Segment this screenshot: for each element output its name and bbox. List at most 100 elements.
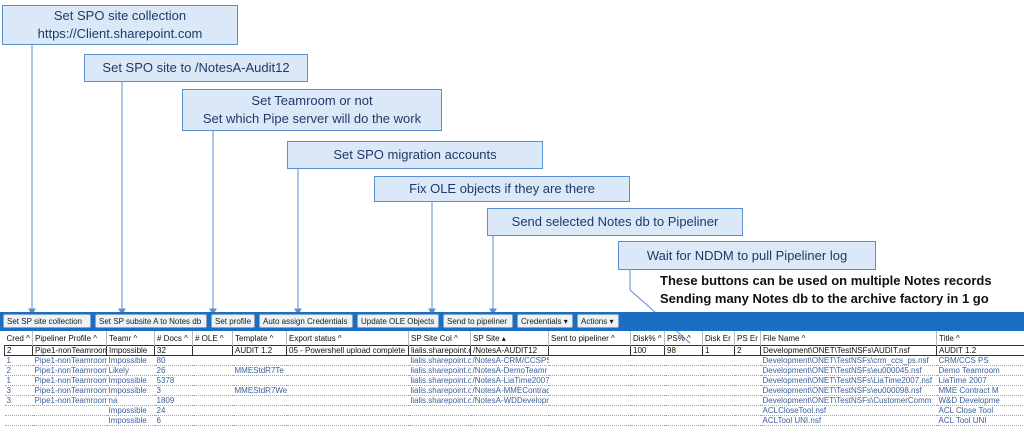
credentials-menu-button[interactable]: Credentials ▾ <box>517 314 573 328</box>
table-cell: LiaTime 2007 <box>936 375 1024 386</box>
column-header[interactable]: SP Site ▴ <box>470 331 549 346</box>
table-cell <box>702 395 735 406</box>
table-cell: ACLTool UNI.nsf <box>760 415 937 426</box>
column-header[interactable]: Template ^ <box>232 331 287 346</box>
table-cell: 1 <box>702 345 735 356</box>
table-cell <box>4 415 33 426</box>
table-cell <box>702 375 735 386</box>
table-cell <box>286 395 409 406</box>
table-cell: ACL Tool UNI <box>936 415 1024 426</box>
table-cell: Pipe1-nonTeamroom <box>32 395 107 406</box>
column-header[interactable]: Sent to pipeliner ^ <box>548 331 631 346</box>
table-cell: 1 <box>4 375 33 386</box>
table-cell <box>548 375 631 386</box>
table-cell <box>664 365 703 376</box>
arrow-head <box>209 308 217 315</box>
table-cell: 5378 <box>154 375 193 386</box>
callout-teamroom: Set Teamroom or not Set which Pipe serve… <box>182 89 442 131</box>
table-cell: 05 - Powershell upload complete <box>286 345 409 356</box>
table-cell <box>734 405 761 416</box>
table-cell <box>630 395 665 406</box>
table-cell: AUDIT 1.2 <box>232 345 287 356</box>
table-cell <box>192 345 233 356</box>
table-cell: Development\ONET\TestNSFs\eu000045.nsf <box>760 365 937 376</box>
table-cell <box>702 355 735 366</box>
table-cell: 24 <box>154 405 193 416</box>
table-cell: lialis.sharepoint.c <box>408 395 471 406</box>
table-cell <box>32 405 107 416</box>
send-to-pipeliner-button[interactable]: Send to pipeliner <box>443 314 513 328</box>
table-cell: 32 <box>154 345 193 356</box>
table-cell <box>548 405 631 416</box>
multi-record-note: These buttons can be used on multiple No… <box>660 272 992 308</box>
action-toolbar: Set SP site collection Set SP subsite A … <box>0 312 1024 331</box>
note-line: Sending many Notes db to the archive fac… <box>660 291 989 306</box>
column-header[interactable]: File Name ^ <box>760 331 937 346</box>
column-header[interactable]: Cred ^ <box>4 331 33 346</box>
table-cell <box>734 375 761 386</box>
notes-db-grid: Cred ^Pipeliner Profile ^Teamr ^# Docs ^… <box>4 331 1024 435</box>
set-site-collection-button[interactable]: Set SP site collection <box>3 314 91 328</box>
table-cell <box>702 405 735 416</box>
arrow-head <box>294 308 302 315</box>
table-cell <box>548 355 631 366</box>
column-header[interactable]: Pipeliner Profile ^ <box>32 331 107 346</box>
table-cell <box>664 385 703 396</box>
column-header[interactable]: PS% ^ <box>664 331 703 346</box>
column-header[interactable]: # Docs ^ <box>154 331 193 346</box>
set-profile-button[interactable]: Set profile <box>211 314 255 328</box>
column-header[interactable]: Teamr ^ <box>106 331 155 346</box>
table-cell: lialis.sharepoint.c <box>408 345 471 356</box>
table-cell <box>734 415 761 426</box>
callout-ole: Fix OLE objects if they are there <box>374 176 630 202</box>
table-cell <box>630 385 665 396</box>
table-cell: Pipe1-nonTeamroom <box>32 345 107 356</box>
column-header[interactable]: SP Site Col ^ <box>408 331 471 346</box>
table-cell <box>32 415 107 426</box>
table-cell <box>408 405 471 416</box>
arrow-head <box>428 308 436 315</box>
actions-menu-button[interactable]: Actions ▾ <box>577 314 619 328</box>
table-cell <box>702 365 735 376</box>
table-cell <box>630 355 665 366</box>
column-header[interactable]: Export status ^ <box>286 331 409 346</box>
table-cell: ACL Close Tool <box>936 405 1024 416</box>
table-cell <box>548 385 631 396</box>
column-header[interactable]: Title ^ <box>936 331 1024 346</box>
table-cell <box>286 405 409 416</box>
table-cell <box>408 415 471 426</box>
column-header[interactable]: Disk Er <box>702 331 735 346</box>
table-cell <box>192 415 233 426</box>
table-cell: /NotesA-MMEContrac <box>470 385 549 396</box>
table-cell <box>548 365 631 376</box>
table-cell <box>470 415 549 426</box>
table-cell <box>734 355 761 366</box>
update-ole-objects-button[interactable]: Update OLE Objects <box>357 314 439 328</box>
table-cell: Development\ONET\TestNSFs\AUDIT.nsf <box>760 345 937 356</box>
table-cell: 1 <box>4 355 33 366</box>
column-header[interactable]: PS Er <box>734 331 761 346</box>
table-cell: 2 <box>4 345 33 356</box>
column-header[interactable]: Disk% ^ <box>630 331 665 346</box>
table-cell: /NotesA-LiaTime2007 <box>470 375 549 386</box>
set-subsite-button[interactable]: Set SP subsite A to Notes db <box>95 314 207 328</box>
table-cell <box>734 395 761 406</box>
table-cell: /NotesA-DemoTeamr <box>470 365 549 376</box>
column-header[interactable]: # OLE ^ <box>192 331 233 346</box>
table-cell: lialis.sharepoint.c <box>408 375 471 386</box>
table-cell <box>630 405 665 416</box>
table-cell: 3 <box>154 385 193 396</box>
grid-header-row: Cred ^Pipeliner Profile ^Teamr ^# Docs ^… <box>4 331 1024 346</box>
callout-site-collection: Set SPO site collection https://Client.s… <box>2 5 238 45</box>
table-cell: Development\ONET\TestNSFs\CustomerComm <box>760 395 937 406</box>
table-cell <box>232 355 287 366</box>
auto-assign-credentials-button[interactable]: Auto assign Credentials <box>259 314 353 328</box>
